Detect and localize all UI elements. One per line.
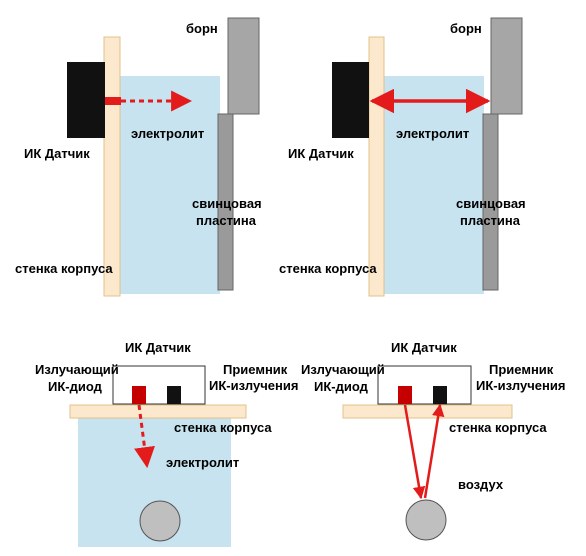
electrolyte-area (384, 76, 484, 294)
housing-wall (368, 36, 385, 297)
sensor-housing (377, 365, 472, 405)
emitter-label-line2: ИК-диод (48, 379, 103, 394)
ir-sensor-block (67, 62, 105, 138)
emitter-label-line1: Излучающий (301, 362, 385, 377)
housing-wall (342, 404, 513, 419)
ir-beam-reflected (423, 403, 445, 499)
ir-sensor-label: ИК Датчик (24, 146, 90, 161)
panel-bottom-right: ИК Датчик Излучающий ИК-диод Приемник ИК… (301, 340, 565, 541)
receiver-label-line1: Приемник (223, 362, 288, 377)
housing-wall-label: стенка корпуса (279, 261, 377, 276)
terminal-label: борн (450, 21, 482, 36)
emitter-stub (105, 97, 121, 105)
emitter-label-line2: ИК-диод (314, 379, 369, 394)
housing-wall-label: стенка корпуса (15, 261, 113, 276)
terminal-block (490, 17, 523, 115)
lead-plate-label-line1: свинцовая (192, 196, 262, 211)
ir-beam-dashed (134, 404, 155, 469)
housing-wall-label: стенка корпуса (449, 420, 547, 435)
lead-plate-label-line1: свинцовая (456, 196, 526, 211)
panel-top-right: борн электролит ИК Датчик свинцовая плас… (279, 17, 526, 297)
float-ball (139, 500, 181, 542)
receiver-element (433, 386, 447, 404)
receiver-label-line2: ИК-излучения (476, 378, 565, 393)
ir-sensor-label: ИК Датчик (288, 146, 354, 161)
electrolyte-label: электролит (396, 126, 469, 141)
lead-plate (217, 113, 234, 291)
housing-wall-label: стенка корпуса (174, 420, 272, 435)
emitter-diode (132, 386, 146, 404)
air-label: воздух (458, 477, 504, 492)
emitter-diode (398, 386, 412, 404)
electrolyte-label: электролит (131, 126, 204, 141)
ir-sensor-label: ИК Датчик (125, 340, 191, 355)
ir-beam-down (403, 404, 426, 500)
ir-sensor-label: ИК Датчик (391, 340, 457, 355)
electrolyte-label: электролит (166, 455, 239, 470)
housing-wall (103, 36, 121, 297)
housing-wall (69, 404, 247, 419)
terminal-label: борн (186, 21, 218, 36)
lead-plate-label-line2: пластина (460, 213, 521, 228)
terminal-block (227, 17, 260, 115)
lead-plate-label-line2: пластина (196, 213, 257, 228)
float-ball (405, 499, 447, 541)
panel-bottom-left: ИК Датчик Излучающий ИК-диод Приемник ИК… (35, 340, 298, 547)
ir-sensor-block (332, 62, 369, 138)
receiver-element (167, 386, 181, 404)
sensor-housing (112, 365, 206, 405)
receiver-label-line1: Приемник (489, 362, 554, 377)
emitter-label-line1: Излучающий (35, 362, 119, 377)
receiver-label-line2: ИК-излучения (209, 378, 298, 393)
electrolyte-area (120, 76, 220, 294)
panel-top-left: борн электролит ИК Датчик свинцовая плас… (15, 17, 262, 297)
